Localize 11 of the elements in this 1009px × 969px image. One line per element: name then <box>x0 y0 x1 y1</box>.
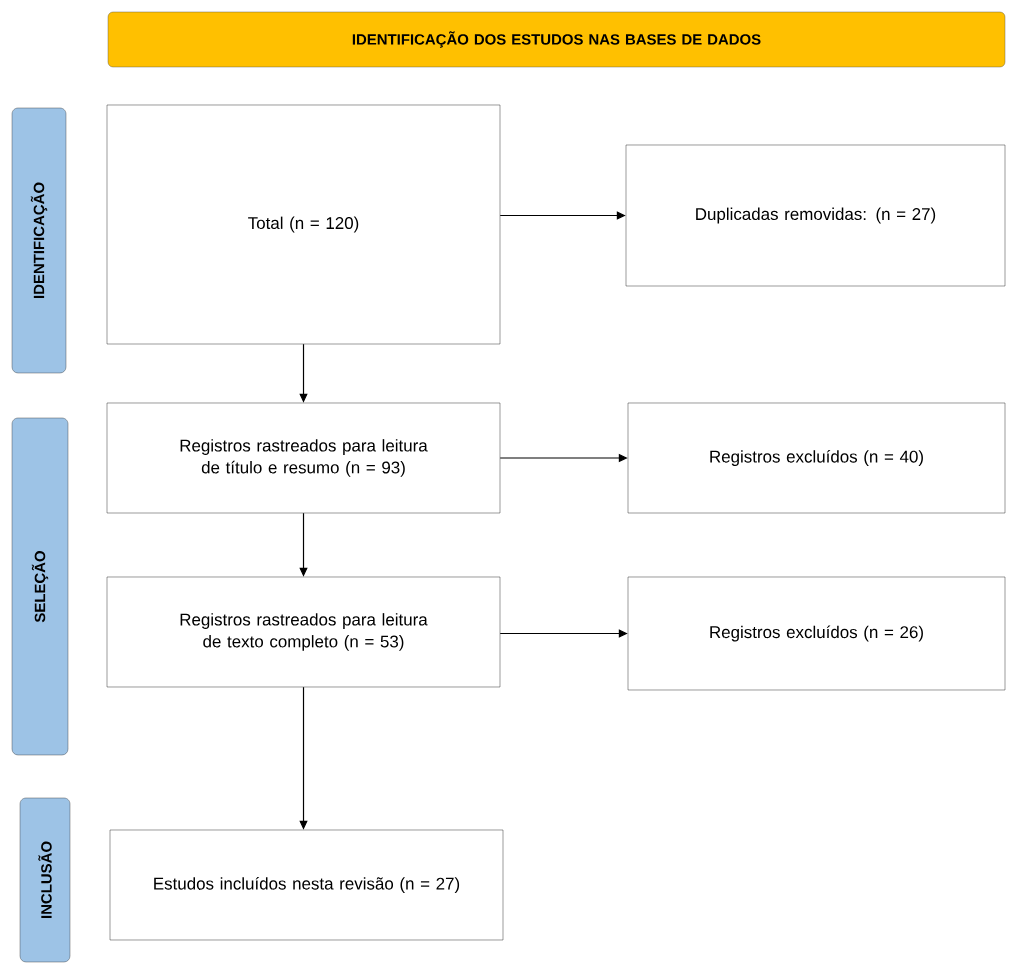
process-box: Registros rastreados para leitura de título e resumo (n = 93) <box>106 402 501 514</box>
phase-label: IDENTIFICAÇÃO <box>11 107 67 374</box>
phase-label: INCLUSÃO <box>19 797 71 963</box>
process-box: Registros rastreados para leitura de texto completo (n = 53) <box>106 576 501 688</box>
process-box: Estudos incluídos nesta revisão (n = 27) <box>109 829 504 941</box>
title-band: IDENTIFICAÇÃO DOS ESTUDOS NAS BASES DE DADOS <box>107 11 1006 68</box>
process-box: Registros excluídos (n = 40) <box>627 402 1006 514</box>
phase-label: SELEÇÃO <box>11 417 69 756</box>
process-box: Total (n = 120) <box>106 104 501 345</box>
process-box: Registros excluídos (n = 26) <box>627 576 1006 691</box>
process-box: Duplicadas removidas: (n = 27) <box>625 144 1006 287</box>
